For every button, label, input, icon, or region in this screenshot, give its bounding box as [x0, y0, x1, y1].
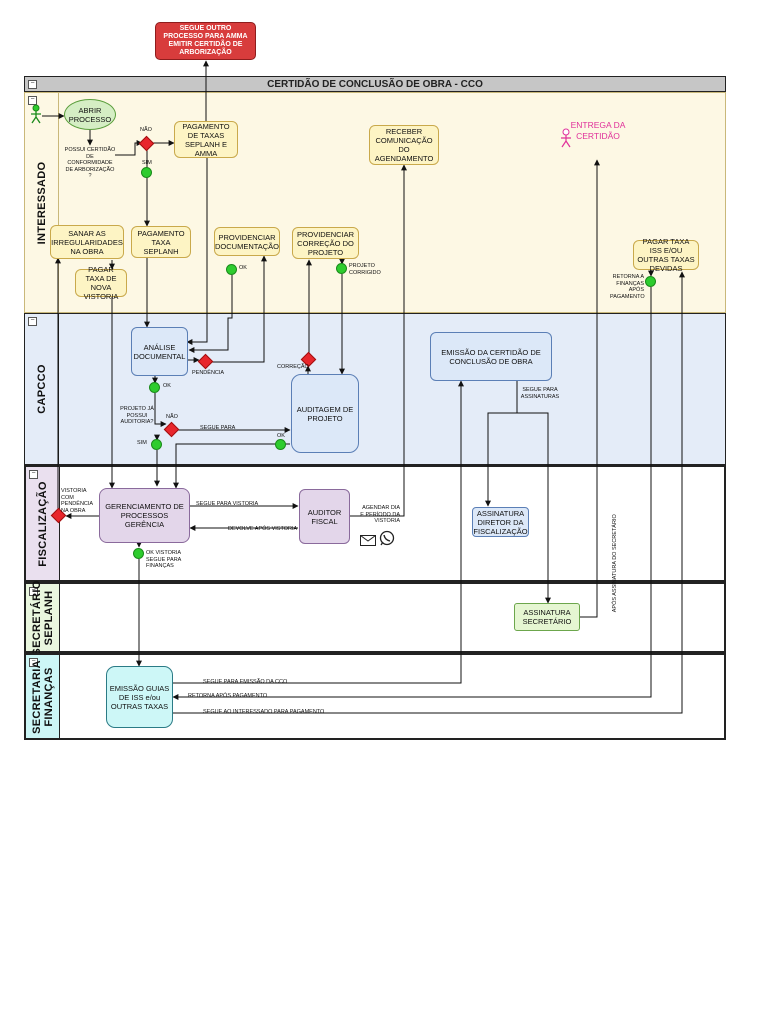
node-gerenciamento-processos[interactable]: GERENCIAMENTO DE PROCESSOS GERÊNCIA — [99, 488, 190, 543]
node-pagar-taxa-vistoria[interactable]: PAGAR TAXA DE NOVA VISTORIA — [75, 265, 127, 301]
node-analise-documental[interactable]: ANÁLISE DOCUMENTAL — [131, 327, 188, 376]
label-nao-1: NÃO — [140, 127, 152, 133]
label-retorna-pagamento: RETORNA APÓS PAGAMENTO — [188, 693, 268, 699]
node-emissao-guias[interactable]: EMISSÃO GUIAS DE ISS e/ou OUTRAS TAXAS — [106, 666, 173, 728]
label-devolve: DEVOLVE APÓS VISTORIA — [228, 526, 298, 532]
node-abrir-processo[interactable]: ABRIR PROCESSO — [64, 99, 116, 130]
lane-title-financas-line2: FINANÇAS — [42, 666, 55, 727]
ok-dot-auditagem — [275, 439, 286, 450]
actor-start-icon — [30, 104, 42, 129]
node-analise-documental-label: ANÁLISE DOCUMENTAL — [133, 342, 186, 361]
label-segue-emissao: SEGUE PARA EMISSÃO DA CCO — [203, 679, 288, 685]
ok-dot-sim-2 — [151, 439, 162, 450]
label-sim-2: SIM — [137, 440, 147, 446]
lane-title-capcco: CAPCCO — [35, 364, 48, 414]
node-auditor-fiscal-label: AUDITOR FISCAL — [307, 507, 342, 526]
email-icon — [360, 533, 376, 551]
node-gerenciamento-processos-label: GERENCIAMENTO DE PROCESSOS GERÊNCIA — [105, 502, 184, 529]
node-assinatura-diretor-label: ASSINATURA DIRETOR DA FISCALIZAÇÃO — [473, 508, 528, 536]
node-abrir-processo-label: ABRIR PROCESSO — [68, 105, 112, 124]
label-sim-1: SIM — [142, 160, 152, 166]
lane-label-capcco: − CAPCCO — [25, 314, 59, 464]
ok-dot-sim-1 — [141, 167, 152, 178]
node-auditagem-projeto-label: AUDITAGEM DE PROJETO — [296, 404, 354, 423]
top-process-note: SEGUE OUTRO PROCESSO PARA AMMA EMITIR CE… — [155, 22, 256, 60]
lane-title-seplanh-line1: SECRETÁRIO — [30, 579, 43, 656]
node-providenciar-correcao[interactable]: PROVIDENCIAR CORREÇÃO DO PROJETO — [292, 227, 359, 259]
node-emissao-guias-label: EMISSÃO GUIAS DE ISS e/ou OUTRAS TAXAS — [109, 683, 170, 711]
node-pagar-taxa-vistoria-label: PAGAR TAXA DE NOVA VISTORIA — [83, 265, 119, 301]
node-assinatura-secretario-label: ASSINATURA SECRETÁRIO — [522, 608, 572, 626]
lane-collapse-icon[interactable]: − — [29, 587, 38, 596]
lane-collapse-icon[interactable]: − — [28, 96, 37, 105]
top-note-text: SEGUE OUTRO PROCESSO PARA AMMA EMITIR CE… — [163, 25, 248, 56]
label-ok-2: OK — [163, 383, 171, 389]
actor-entrega-icon — [560, 128, 572, 153]
ok-dot-projeto-corrigido — [336, 263, 347, 274]
label-vistoria-pendencia: VISTORIA COM PENDÊNCIA NA OBRA — [61, 488, 93, 514]
title-collapse-icon[interactable]: − — [28, 80, 37, 89]
label-ok-1: OK — [239, 265, 247, 271]
diagram-title: CERTIDÃO DE CONCLUSÃO DE OBRA - CCO — [267, 79, 483, 90]
node-assinatura-diretor[interactable]: ASSINATURA DIRETOR DA FISCALIZAÇÃO — [472, 507, 529, 537]
ok-dot-documentacao — [226, 264, 237, 275]
lane-title-interessado: INTERESSADO — [35, 161, 48, 244]
label-ok-3: OK — [277, 433, 285, 439]
node-pagar-taxa-iss[interactable]: PAGAR TAXA ISS E/OU OUTRAS TAXAS DEVIDAS — [633, 237, 699, 273]
node-providenciar-documentacao[interactable]: PROVIDENCIAR DOCUMENTAÇÃO — [214, 227, 280, 256]
node-pagamento-taxas-amma-label: PAGAMENTO DE TAXAS SEPLANH E AMMA — [182, 121, 230, 158]
lane-title-fiscalizacao: FISCALIZAÇÃO — [36, 480, 49, 567]
node-providenciar-correcao-label: PROVIDENCIAR CORREÇÃO DO PROJETO — [296, 229, 355, 257]
lane-label-interessado: − INTERESSADO — [25, 93, 59, 312]
node-entrega-certidao[interactable]: ENTREGA DA CERTIDÃO — [570, 120, 626, 141]
label-segue-para: SEGUE PARA — [200, 425, 236, 431]
node-sanar-irregularidades-label: SANAR AS IRREGULARIDADES NA OBRA — [51, 228, 123, 256]
node-pagar-taxa-iss-label: PAGAR TAXA ISS E/OU OUTRAS TAXAS DEVIDAS — [637, 237, 695, 273]
node-auditagem-projeto[interactable]: AUDITAGEM DE PROJETO — [291, 374, 359, 453]
lane-capcco: − CAPCCO — [24, 313, 726, 465]
phone-icon — [379, 530, 395, 551]
label-pendencia: PENDÊNCIA — [192, 370, 225, 376]
lane-collapse-icon[interactable]: − — [29, 470, 38, 479]
label-correcao: CORREÇÃO — [277, 364, 309, 370]
label-segue-assinaturas: SEGUE PARA ASSINATURAS — [520, 387, 560, 400]
node-pagamento-taxa-seplanh-label: PAGAMENTO TAXA SEPLANH — [137, 228, 185, 256]
lane-title-seplanh-line2: SEPLANH — [42, 590, 55, 645]
label-nao-2: NÃO — [166, 414, 178, 420]
ok-dot-analise — [149, 382, 160, 393]
lane-label-fiscalizacao: − FISCALIZAÇÃO — [26, 467, 60, 580]
node-receber-comunicacao[interactable]: RECEBER COMUNICAÇÃO DO AGENDAMENTO — [369, 125, 439, 165]
node-emissao-certidao-label: EMISSÃO DA CERTIDÃO DE CONCLUSÃO DE OBRA — [441, 347, 541, 366]
label-projeto-corrigido: PROJETO CORRIGIDO — [349, 263, 381, 276]
lane-title-financas-line1: SECRETARIA — [30, 659, 43, 734]
label-possui: POSSUI CERTIDÃO DE CONFORMIDADE DE ARBOR… — [64, 147, 116, 179]
node-auditor-fiscal[interactable]: AUDITOR FISCAL — [299, 489, 350, 544]
ok-dot-retorna-financas — [645, 276, 656, 287]
ok-dot-vistoria — [133, 548, 144, 559]
node-pagamento-taxas-amma[interactable]: PAGAMENTO DE TAXAS SEPLANH E AMMA — [174, 121, 238, 158]
node-assinatura-secretario[interactable]: ASSINATURA SECRETÁRIO — [514, 603, 580, 631]
label-projeto-ja: PROJETO JÁ POSSUI AUDITORIA? — [120, 406, 154, 425]
label-agendar: AGENDAR DIA E PERÍODO DA VISTORIA — [360, 505, 400, 524]
node-sanar-irregularidades[interactable]: SANAR AS IRREGULARIDADES NA OBRA — [50, 225, 124, 259]
label-apos-assinatura: APÓS ASSINATURA DO SECRETÁRIO — [611, 514, 618, 613]
label-segue-vistoria: SEGUE PARA VISTORIA — [196, 501, 259, 507]
node-receber-comunicacao-label: RECEBER COMUNICAÇÃO DO AGENDAMENTO — [374, 127, 434, 163]
lane-collapse-icon[interactable]: − — [28, 317, 37, 326]
node-pagamento-taxa-seplanh[interactable]: PAGAMENTO TAXA SEPLANH — [131, 226, 191, 258]
label-retorna-financas: RETORNA A FINANÇAS APÓS PAGAMENTO — [610, 274, 645, 300]
node-emissao-certidao[interactable]: EMISSÃO DA CERTIDÃO DE CONCLUSÃO DE OBRA — [430, 332, 552, 381]
lane-collapse-icon[interactable]: − — [29, 658, 38, 667]
label-segue-interessado: SEGUE AO INTERESSADO PARA PAGAMENTO — [203, 709, 325, 715]
node-providenciar-documentacao-label: PROVIDENCIAR DOCUMENTAÇÃO — [214, 232, 280, 251]
label-ok-vistoria: OK VISTORIA SEGUE PARA FINANÇAS — [146, 550, 182, 569]
diagram-title-bar: − CERTIDÃO DE CONCLUSÃO DE OBRA - CCO — [24, 76, 726, 92]
